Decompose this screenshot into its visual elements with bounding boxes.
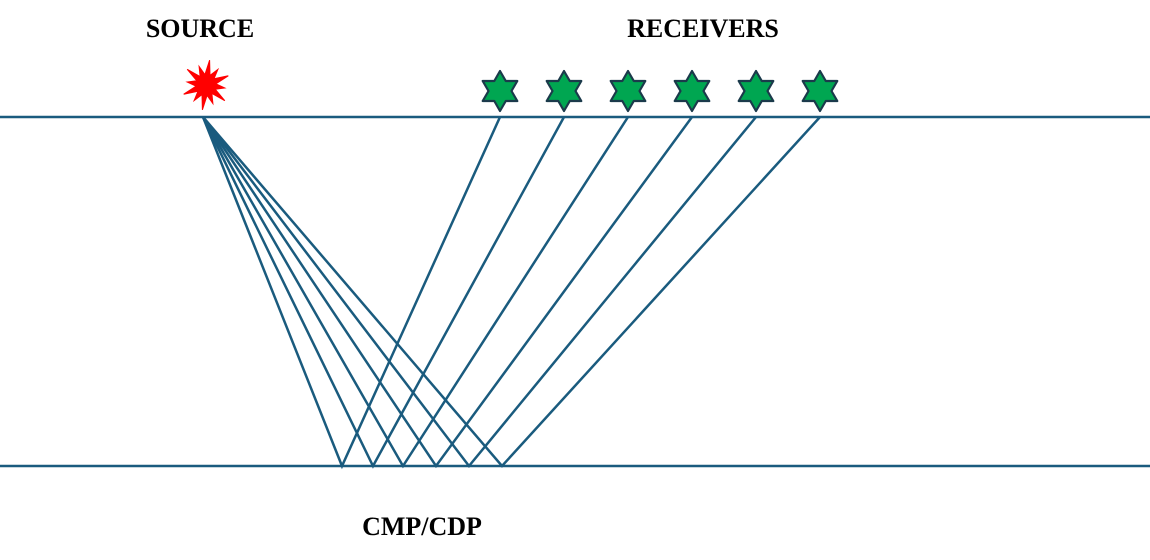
receiver-star-icon [545,69,583,113]
ray-paths [201,116,821,470]
receivers-label: RECEIVERS [627,14,779,43]
ray-path [202,116,757,469]
source-label: SOURCE [146,14,254,43]
receiver-star-icon [737,69,775,113]
ray-path [202,116,821,468]
receiver-star-icon [609,69,647,113]
ray-path [201,116,502,470]
receiver-star-icon [481,69,519,113]
receiver-star-icon [801,69,839,113]
receivers-group [481,69,839,113]
ray-path [201,116,630,469]
explosion-icon [183,59,229,111]
ray-path [201,116,566,469]
receiver-star-icon [673,69,711,113]
ray-path [201,116,694,469]
cmp-cdp-label: CMP/CDP [362,512,482,541]
